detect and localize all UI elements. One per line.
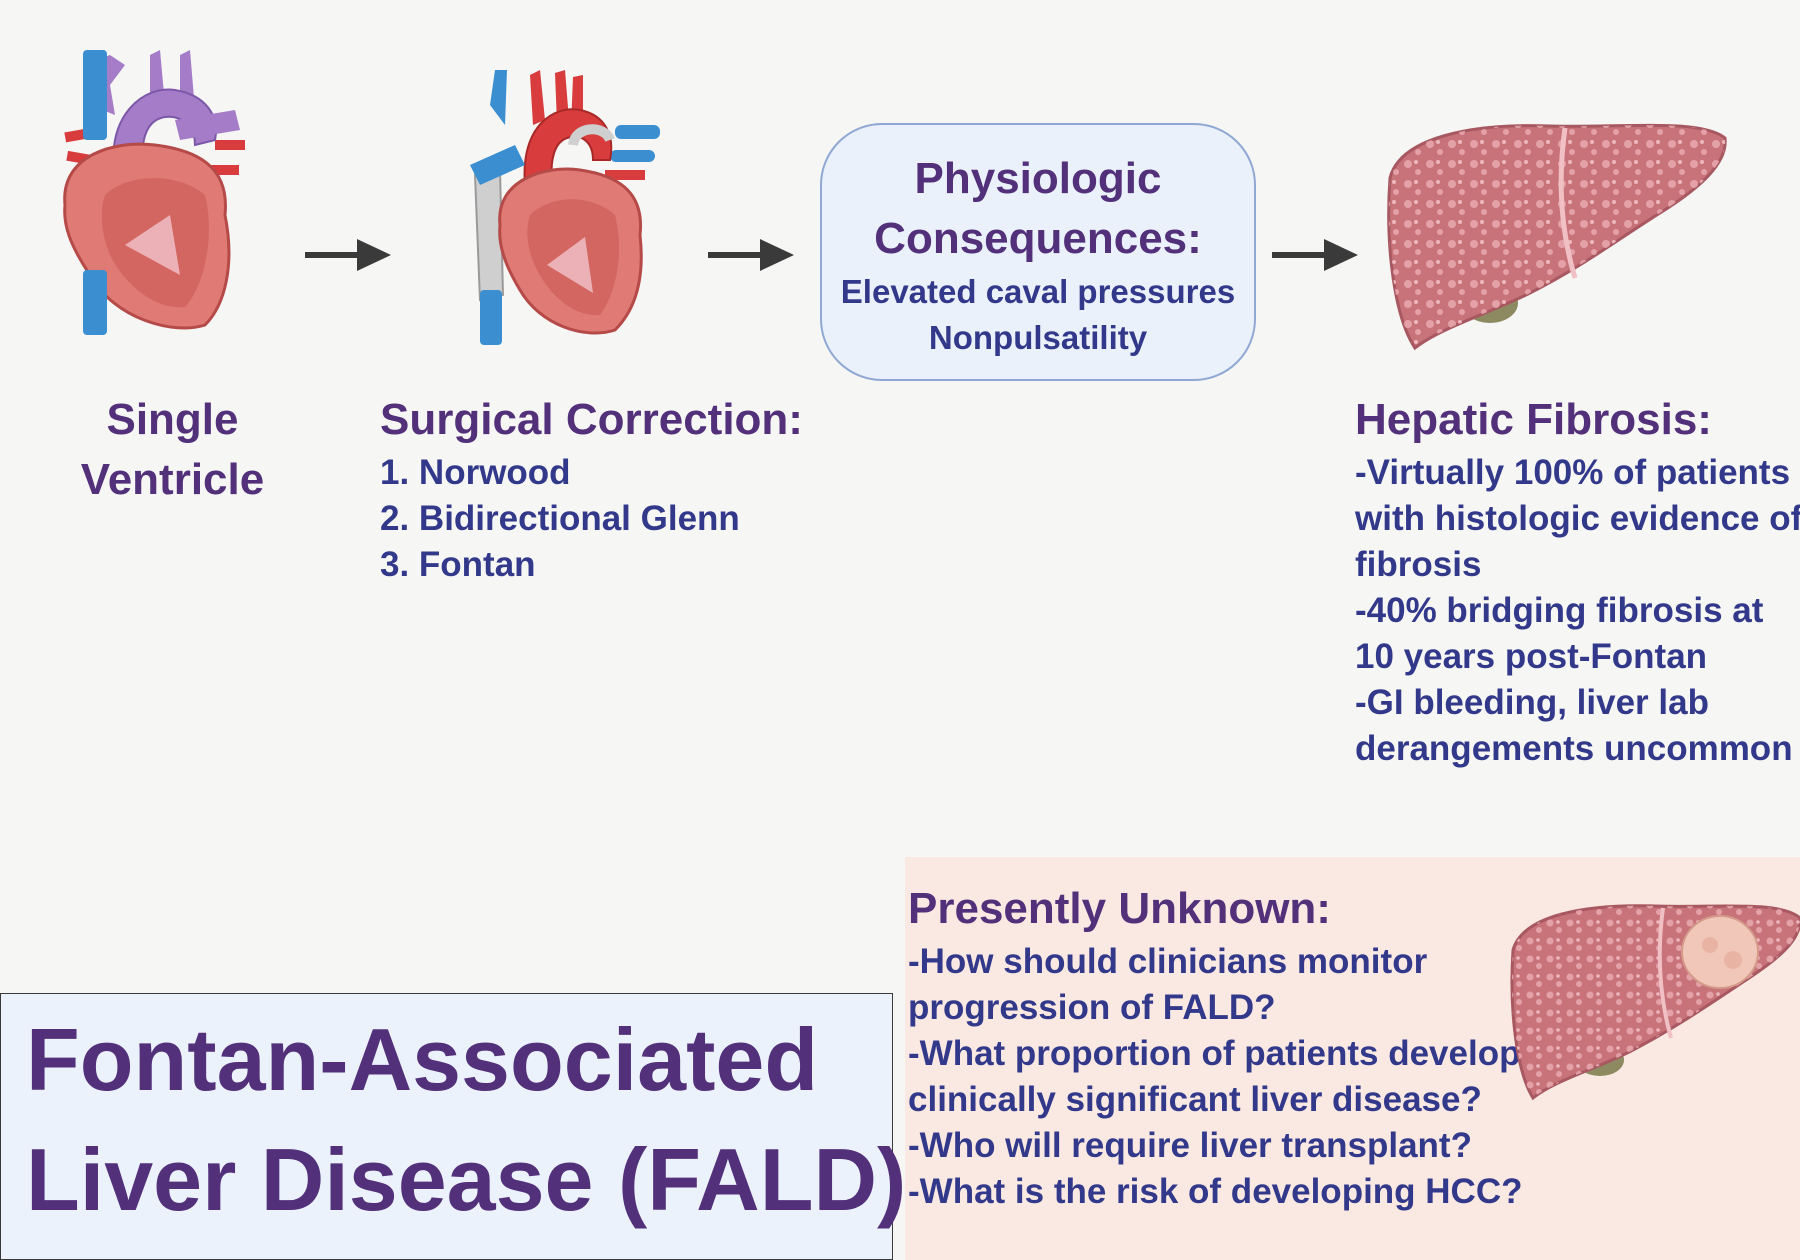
- unknown-line: progression of FALD?: [908, 988, 1276, 1027]
- unknown-line: -What proportion of patients develop: [908, 1034, 1521, 1073]
- surgical-step: 1. Norwood: [380, 453, 571, 492]
- hepatic-fibrosis-section: Hepatic Fibrosis: -Virtually 100% of pat…: [1355, 390, 1800, 772]
- unknown-line: -What is the risk of developing HCC?: [908, 1172, 1523, 1211]
- fibrosis-line: 10 years post-Fontan: [1355, 637, 1708, 676]
- fibrosis-line: -Virtually 100% of patients: [1355, 453, 1791, 492]
- physiologic-consequences-box: Physiologic Consequences: Elevated caval…: [820, 123, 1256, 381]
- consequences-title-line2: Consequences:: [874, 214, 1202, 263]
- main-title-box: Fontan-Associated Liver Disease (FALD): [0, 993, 906, 1260]
- surgical-correction-section: Surgical Correction: 1. Norwood 2. Bidir…: [380, 390, 803, 588]
- single-ventricle-label: Single Ventricle: [60, 390, 285, 510]
- main-title-line1: Fontan-Associated: [26, 1010, 819, 1109]
- consequence-item: Elevated caval pressures: [840, 273, 1236, 310]
- consequence-item: Nonpulsatility: [928, 319, 1148, 356]
- presently-unknown-text: Presently Unknown: -How should clinician…: [908, 879, 1522, 1215]
- arrow-icon: [305, 239, 391, 271]
- fibrotic-liver-icon: [1387, 123, 1727, 351]
- presently-unknown-panel: Presently Unknown: -How should clinician…: [905, 857, 1800, 1260]
- arrow-icon: [708, 239, 794, 271]
- presently-unknown-title: Presently Unknown:: [908, 884, 1331, 933]
- fibrosis-line: -GI bleeding, liver lab: [1355, 683, 1709, 722]
- fibrosis-line: fibrosis: [1355, 545, 1482, 584]
- fibrosis-line: with histologic evidence of: [1355, 499, 1800, 538]
- consequences-title-line1: Physiologic: [914, 154, 1162, 203]
- surgical-correction-title: Surgical Correction:: [380, 395, 803, 444]
- single-ventricle-heart-icon: [63, 50, 245, 335]
- single-ventricle-label-line1: Single: [106, 395, 239, 444]
- surgical-step: 2. Bidirectional Glenn: [380, 499, 740, 538]
- single-ventricle-label-line2: Ventricle: [80, 455, 265, 504]
- fibrosis-line: derangements uncommon: [1355, 729, 1793, 768]
- unknown-line: clinically significant liver disease?: [908, 1080, 1482, 1119]
- liver-with-tumor-icon: [1510, 904, 1800, 1101]
- surgical-step: 3. Fontan: [380, 545, 536, 584]
- corrected-heart-icon: [470, 70, 660, 345]
- unknown-line: -How should clinicians monitor: [908, 942, 1428, 981]
- fibrosis-line: -40% bridging fibrosis at: [1355, 591, 1764, 630]
- arrow-icon: [1272, 239, 1358, 271]
- unknown-line: -Who will require liver transplant?: [908, 1126, 1472, 1165]
- hepatic-fibrosis-title: Hepatic Fibrosis:: [1355, 395, 1712, 444]
- main-title-line2: Liver Disease (FALD): [26, 1130, 907, 1229]
